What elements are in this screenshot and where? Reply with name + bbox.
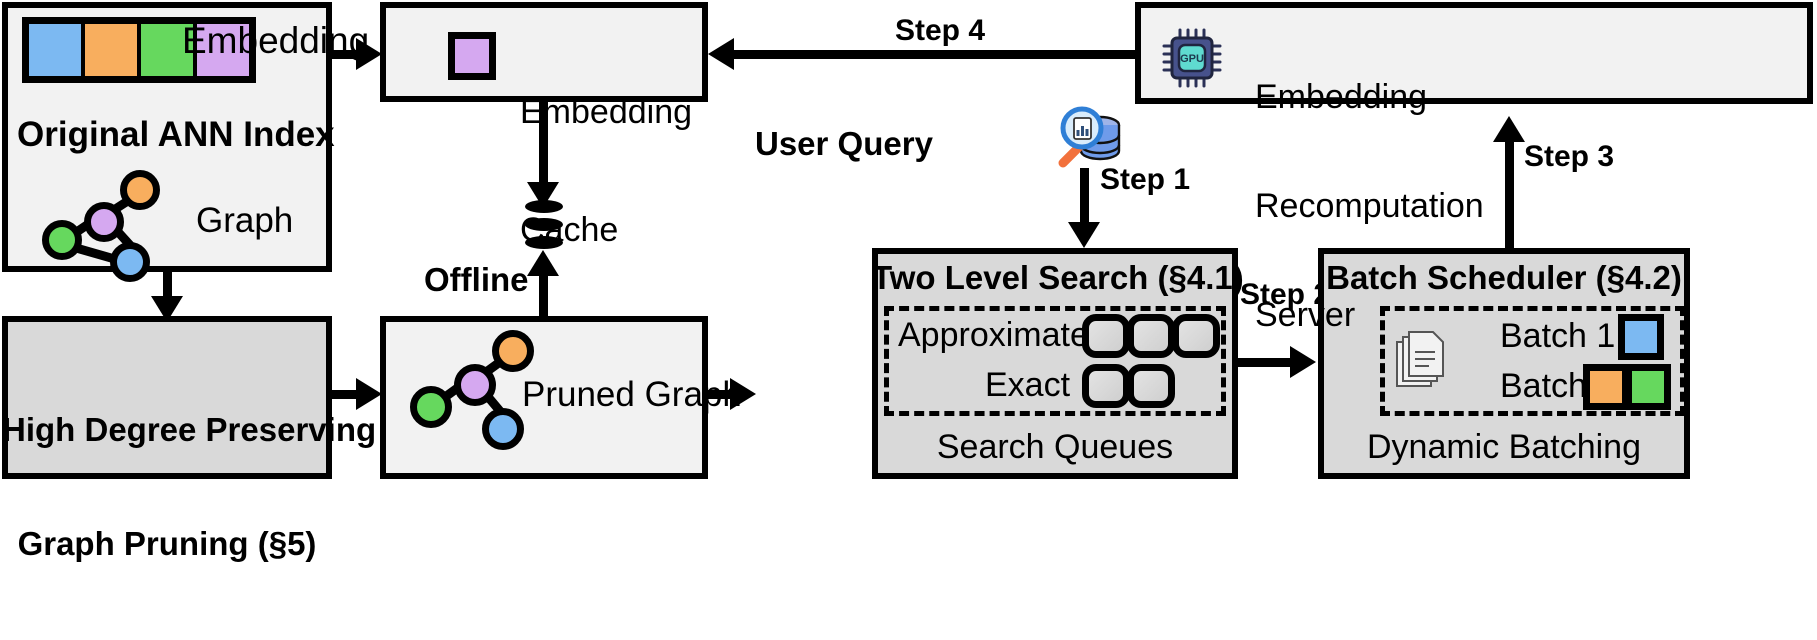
batch2-swatch-green bbox=[1625, 364, 1671, 410]
gpu-chip-icon: GPU bbox=[1162, 28, 1222, 88]
arrowhead-up bbox=[1493, 116, 1525, 142]
embedding-cache-box bbox=[380, 2, 708, 102]
graph-pruning-label: High Degree Preserving Graph Pruning (§5… bbox=[2, 334, 377, 640]
arrow-step1 bbox=[1080, 168, 1089, 238]
dynamic-batching-footer: Dynamic Batching bbox=[1366, 428, 1641, 466]
graph-node-purple bbox=[84, 202, 124, 242]
step3-label: Step 3 bbox=[1524, 140, 1615, 173]
arrowhead-right bbox=[356, 378, 382, 410]
original-graph bbox=[40, 170, 160, 282]
arrowhead-down bbox=[1068, 222, 1100, 248]
documents-icon bbox=[1396, 331, 1444, 387]
database-band bbox=[525, 236, 563, 249]
batch-scheduler-title: Batch Scheduler (§4.2) bbox=[1326, 259, 1682, 296]
embedding-swatch-row bbox=[22, 17, 256, 83]
pruned-graph-label: Pruned Graph bbox=[522, 375, 742, 414]
gpu-icon-text: GPU bbox=[1180, 53, 1204, 65]
embedding-swatch-blue bbox=[29, 24, 81, 76]
original-ann-index-title: Original ANN Index bbox=[17, 115, 335, 154]
graph-node-green bbox=[42, 220, 82, 260]
exact-slot bbox=[1082, 364, 1130, 408]
graph-pruning-line2: Graph Pruning (§5) bbox=[17, 525, 317, 563]
exact-slot bbox=[1127, 364, 1175, 408]
embedding-swatch-orange bbox=[85, 24, 137, 76]
embedding-swatch-purple bbox=[197, 24, 249, 76]
user-query-label: User Query bbox=[755, 125, 933, 162]
batch2-swatch-orange bbox=[1583, 364, 1629, 410]
step4-label: Step 4 bbox=[895, 14, 986, 47]
graph-pruning-box bbox=[2, 316, 332, 479]
offline-storage-line1: Offline bbox=[424, 260, 529, 298]
arrowhead-up bbox=[527, 250, 559, 276]
embedding-cache-line1: Embedding bbox=[520, 92, 693, 131]
arrow-prunedgraph-to-search bbox=[708, 390, 744, 399]
graph-node-orange bbox=[492, 330, 534, 372]
approximate-slot bbox=[1082, 314, 1130, 358]
search-queues-footer: Search Queues bbox=[936, 428, 1174, 466]
architecture-diagram: Embedding Original ANN Index Graph Embed… bbox=[2, 2, 1813, 562]
embedding-cache-label: Embedding Cache bbox=[520, 14, 692, 330]
database-band bbox=[525, 218, 563, 231]
arrow-step2 bbox=[1238, 358, 1308, 367]
arrow-index-to-pruning bbox=[163, 272, 172, 314]
arrowhead-right bbox=[356, 38, 382, 70]
recomputation-server-line2: Recomputation bbox=[1255, 186, 1484, 225]
graph-node-blue bbox=[482, 408, 524, 450]
pruned-graph bbox=[408, 330, 534, 450]
dynamic-batching-panel bbox=[1380, 306, 1685, 416]
search-queues-panel bbox=[884, 306, 1226, 416]
two-level-search-title: Two Level Search (§4.1) bbox=[872, 259, 1244, 296]
approximate-slot bbox=[1172, 314, 1220, 358]
recomputation-server-line3: Server bbox=[1255, 296, 1356, 334]
database-band bbox=[525, 200, 563, 213]
database-icon bbox=[525, 200, 563, 250]
approximate-slot bbox=[1127, 314, 1175, 358]
batch1-swatch-blue bbox=[1618, 314, 1664, 360]
graph-node-purple bbox=[454, 364, 496, 406]
arrow-step3 bbox=[1505, 130, 1514, 248]
arrowhead-left bbox=[708, 38, 734, 70]
graph-label: Graph bbox=[196, 201, 294, 240]
arrow-step4 bbox=[728, 50, 1138, 59]
exact-row-label: Exact bbox=[985, 366, 1071, 404]
graph-node-orange bbox=[120, 170, 160, 210]
batch1-label: Batch 1 bbox=[1500, 317, 1616, 355]
arrow-prunedgraph-to-storage bbox=[539, 262, 548, 320]
two-level-search-box bbox=[872, 248, 1238, 479]
step1-label: Step 1 bbox=[1100, 163, 1191, 196]
recomputation-server-label: Embedding Recomputation Server bbox=[1255, 6, 1484, 406]
arrow-pruning-to-prunedgraph bbox=[332, 390, 368, 399]
search-database-icon bbox=[1058, 106, 1121, 168]
step2-label: Step 2 bbox=[1240, 278, 1331, 311]
recomputation-server-box bbox=[1135, 2, 1813, 104]
arrowhead-right bbox=[1290, 346, 1316, 378]
graph-pruning-line1: High Degree Preserving bbox=[2, 410, 377, 448]
arrowhead-right bbox=[730, 378, 756, 410]
embedding-swatch-green bbox=[141, 24, 193, 76]
arrow-index-to-cache bbox=[332, 50, 368, 59]
embedding-cache-chip bbox=[448, 32, 496, 80]
approximate-row-label: Approximate bbox=[898, 316, 1089, 354]
recomputation-server-line1: Embedding bbox=[1255, 77, 1428, 116]
graph-node-blue bbox=[110, 242, 150, 282]
graph-node-green bbox=[410, 386, 452, 428]
arrow-cache-to-storage bbox=[539, 102, 548, 200]
